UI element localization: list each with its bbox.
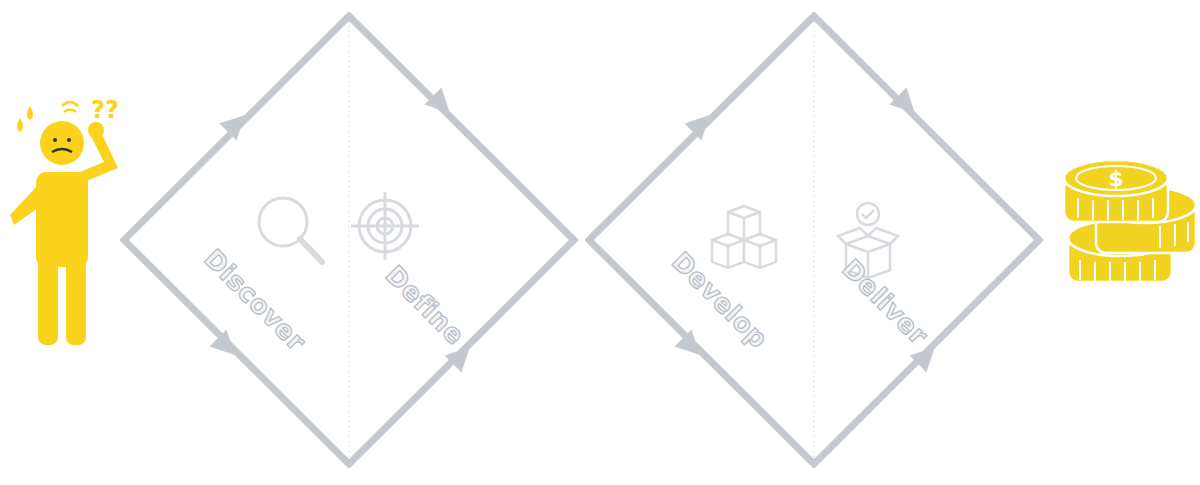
diamond-shape bbox=[589, 16, 1039, 464]
arrowhead bbox=[424, 87, 449, 112]
divider-line bbox=[813, 16, 815, 464]
target-icon bbox=[351, 192, 419, 260]
phase-diamond: Develop Deliver bbox=[585, 12, 1043, 468]
phase-label: Develop bbox=[666, 246, 774, 354]
magnifier-icon bbox=[259, 198, 322, 262]
arrowhead bbox=[684, 115, 709, 140]
arrowhead bbox=[219, 115, 244, 140]
arrowhead bbox=[889, 87, 914, 112]
coin-symbol: $ bbox=[1108, 166, 1123, 191]
divider-line bbox=[348, 16, 350, 464]
confused-person bbox=[10, 106, 118, 345]
diamond-outline bbox=[120, 12, 578, 468]
arrowhead bbox=[209, 329, 234, 354]
arrowhead bbox=[674, 329, 699, 354]
question-marks: ?? bbox=[91, 96, 119, 124]
diamond-outline bbox=[585, 12, 1043, 468]
arrowhead bbox=[444, 347, 469, 372]
arrowhead bbox=[909, 347, 934, 372]
phase-label: Define bbox=[380, 260, 471, 351]
phase-diamond: Discover Define bbox=[120, 12, 578, 468]
boxes-icon bbox=[712, 206, 776, 268]
diamond-shape bbox=[124, 16, 574, 464]
phase-label: Discover bbox=[198, 243, 312, 357]
phase-label: Deliver bbox=[836, 253, 934, 351]
coins-icon bbox=[1064, 160, 1196, 282]
